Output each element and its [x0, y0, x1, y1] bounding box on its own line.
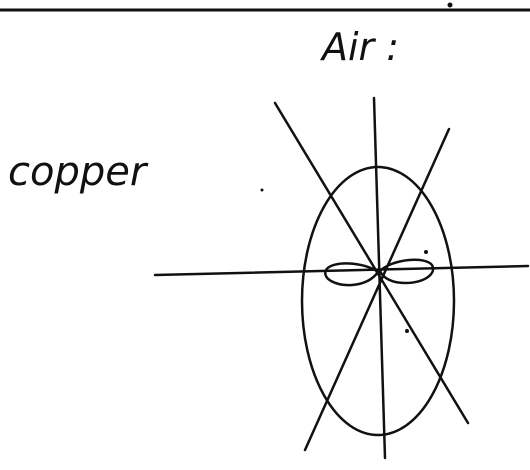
horizontal-axis-line [153, 264, 530, 277]
diagonal-line-left-to-right [273, 101, 470, 425]
diagonal-line-right-to-left [303, 127, 451, 452]
air-label: Air : [319, 25, 399, 69]
ink-dot-left [260, 188, 264, 192]
large-ellipse [300, 165, 456, 437]
copper-label: copper [8, 149, 149, 195]
ink-dot-top [447, 2, 453, 8]
ink-dot-right [424, 250, 428, 254]
ink-dot-lower [405, 329, 409, 333]
right-small-lobe [378, 258, 435, 285]
left-small-lobe [324, 262, 380, 287]
